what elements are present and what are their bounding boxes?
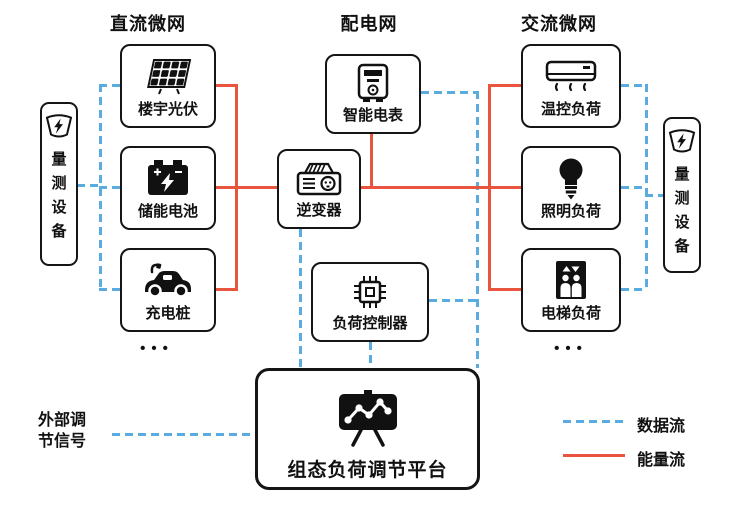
energy-line-charger xyxy=(215,288,238,291)
legend-data-flow-label: 数据流 xyxy=(637,418,686,435)
node-label: 充电桩 xyxy=(145,305,191,322)
data-line-pv xyxy=(99,84,121,87)
measurement-device-right: 量测设备 xyxy=(663,117,701,273)
power-meter-icon xyxy=(43,112,75,146)
light-bulb-icon xyxy=(553,148,589,203)
data-line-charger xyxy=(99,288,121,291)
monitor-board-icon xyxy=(333,371,403,462)
node-label: 负荷控制器 xyxy=(332,315,408,332)
distribution-grid-header: 配电网 xyxy=(340,14,398,34)
elevator-icon xyxy=(551,250,591,305)
data-line-battery xyxy=(99,186,121,189)
node-label: 储能电池 xyxy=(137,203,198,220)
data-line-controller-stub xyxy=(429,299,477,302)
data-line-meter-horizontal xyxy=(421,91,478,94)
data-line-measure-left xyxy=(77,184,101,187)
node-elevator-load: 电梯负荷 xyxy=(521,248,621,332)
node-label: 楼宇光伏 xyxy=(137,101,198,118)
energy-line-hvac xyxy=(489,84,521,87)
node-label: 逆变器 xyxy=(296,202,342,219)
node-lighting-load: 照明负荷 xyxy=(521,146,621,230)
measurement-device-label: 量测设备 xyxy=(674,166,690,255)
inverter-icon xyxy=(293,151,345,202)
energy-line-pv xyxy=(215,84,238,87)
node-platform: 组态负荷调节平台 xyxy=(255,368,480,490)
node-load-controller: 负荷控制器 xyxy=(311,262,429,342)
data-line-controller-platform xyxy=(369,342,372,368)
data-line-external-signal xyxy=(112,433,255,436)
ac-ellipsis: ••• xyxy=(554,340,588,357)
platform-title: 组态负荷调节平台 xyxy=(287,460,448,481)
data-line-inverter-platform xyxy=(299,229,302,368)
smart-meter-icon xyxy=(352,56,394,107)
cpu-chip-icon xyxy=(349,264,391,315)
data-line-meter-platform xyxy=(476,91,479,368)
node-smart-meter: 智能电表 xyxy=(325,54,421,134)
node-label: 温控负荷 xyxy=(540,101,601,118)
external-signal-label: 外部调节信号 xyxy=(38,412,87,450)
node-building-pv: 楼宇光伏 xyxy=(120,44,216,128)
node-hvac-load: 温控负荷 xyxy=(521,44,621,128)
dc-ellipsis: ••• xyxy=(140,340,174,357)
node-ev-charger: 充电桩 xyxy=(120,248,216,332)
data-line-hvac xyxy=(621,84,647,87)
power-meter-icon xyxy=(666,127,698,161)
energy-line-battery-inverter xyxy=(215,186,278,189)
battery-icon xyxy=(145,148,191,203)
node-storage-battery: 储能电池 xyxy=(120,146,216,230)
energy-line-elevator xyxy=(489,288,521,291)
legend-energy-flow-line xyxy=(563,454,625,457)
energy-line-bus-right xyxy=(488,84,491,291)
energy-line-inverter-loads xyxy=(360,186,521,189)
measurement-device-left: 量测设备 xyxy=(40,102,78,266)
node-label: 照明负荷 xyxy=(540,203,601,220)
measurement-device-label: 量测设备 xyxy=(51,151,67,240)
legend-energy-flow-label: 能量流 xyxy=(637,452,686,469)
ac-microgrid-header: 交流微网 xyxy=(521,14,597,34)
data-line-lighting xyxy=(621,186,647,189)
node-label: 电梯负荷 xyxy=(540,305,601,322)
air-conditioner-icon xyxy=(543,46,599,101)
data-line-elevator xyxy=(621,288,647,291)
legend-data-flow-line xyxy=(563,420,625,423)
node-inverter: 逆变器 xyxy=(277,149,361,229)
node-label: 智能电表 xyxy=(342,107,403,124)
ev-charger-icon xyxy=(140,250,196,305)
data-line-measure-right xyxy=(645,194,665,197)
solar-panel-icon xyxy=(141,46,195,101)
energy-line-meter-drop xyxy=(370,133,373,188)
dc-microgrid-header: 直流微网 xyxy=(110,14,186,34)
